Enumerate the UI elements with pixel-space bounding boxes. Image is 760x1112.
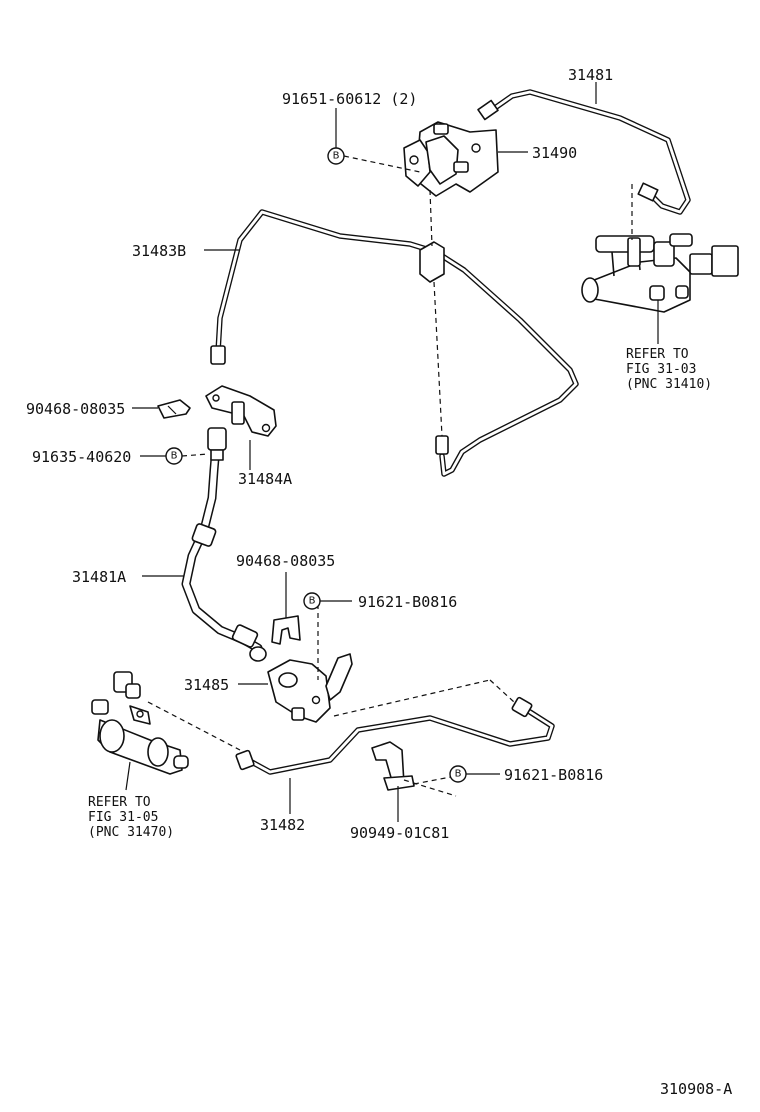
bracket-31490	[403, 121, 499, 197]
label-31481: 31481	[568, 66, 613, 84]
refer-note-31410-line1: REFER TO	[626, 347, 689, 362]
label-90949-01c81: 90949-01C81	[350, 824, 449, 842]
refer-note-31470-line3: (PNC 31470)	[88, 825, 174, 840]
dashed-alignment-lines	[147, 155, 515, 797]
refer-note-31470-line2: FIG 31-05	[88, 810, 158, 825]
figure-id: 310908-A	[660, 1080, 732, 1098]
refer-note-31470-line1: REFER TO	[88, 795, 151, 810]
pipe-31482	[235, 696, 555, 775]
release-cylinder	[91, 671, 189, 791]
bolt-symbol-91621a: B	[303, 592, 321, 610]
hose-31481a	[181, 427, 267, 662]
bracket-31484a	[205, 385, 277, 437]
bolt-symbol-91635: B	[165, 447, 183, 465]
label-91651-60612: 91651-60612 (2)	[282, 90, 417, 108]
master-cylinder	[581, 184, 739, 344]
leader-lines	[132, 82, 597, 822]
bracket-31485	[267, 604, 353, 723]
pipe-31481	[477, 89, 691, 215]
bolt-symbol-text: B	[309, 596, 316, 607]
label-90468-08035-lower: 90468-08035	[236, 552, 335, 570]
label-31485: 31485	[184, 676, 229, 694]
clamp-90468-lower	[271, 615, 301, 645]
bolt-symbol-text: B	[333, 151, 340, 162]
label-91621-b0816-upper: 91621-B0816	[358, 593, 457, 611]
bolt-symbol-91621b: B	[449, 765, 467, 783]
label-31490: 31490	[532, 144, 577, 162]
label-91635-40620: 91635-40620	[32, 448, 131, 466]
bolt-symbol-text: B	[455, 769, 462, 780]
label-31484a: 31484A	[238, 470, 292, 488]
label-31482: 31482	[260, 816, 305, 834]
label-91621-b0816-lower: 91621-B0816	[504, 766, 603, 784]
label-31481a: 31481A	[72, 568, 126, 586]
label-90468-08035-upper: 90468-08035	[26, 400, 125, 418]
refer-note-31410-line2: FIG 31-03	[626, 362, 696, 377]
bolt-symbol-text: B	[171, 451, 178, 462]
label-31483b: 31483B	[132, 242, 186, 260]
clamp-90468-upper	[157, 399, 191, 419]
bolt-symbol-91651: B	[327, 147, 345, 165]
refer-note-31410-line3: (PNC 31410)	[626, 377, 712, 392]
clamp-90949	[371, 741, 415, 791]
pipe-31483b	[210, 209, 579, 477]
